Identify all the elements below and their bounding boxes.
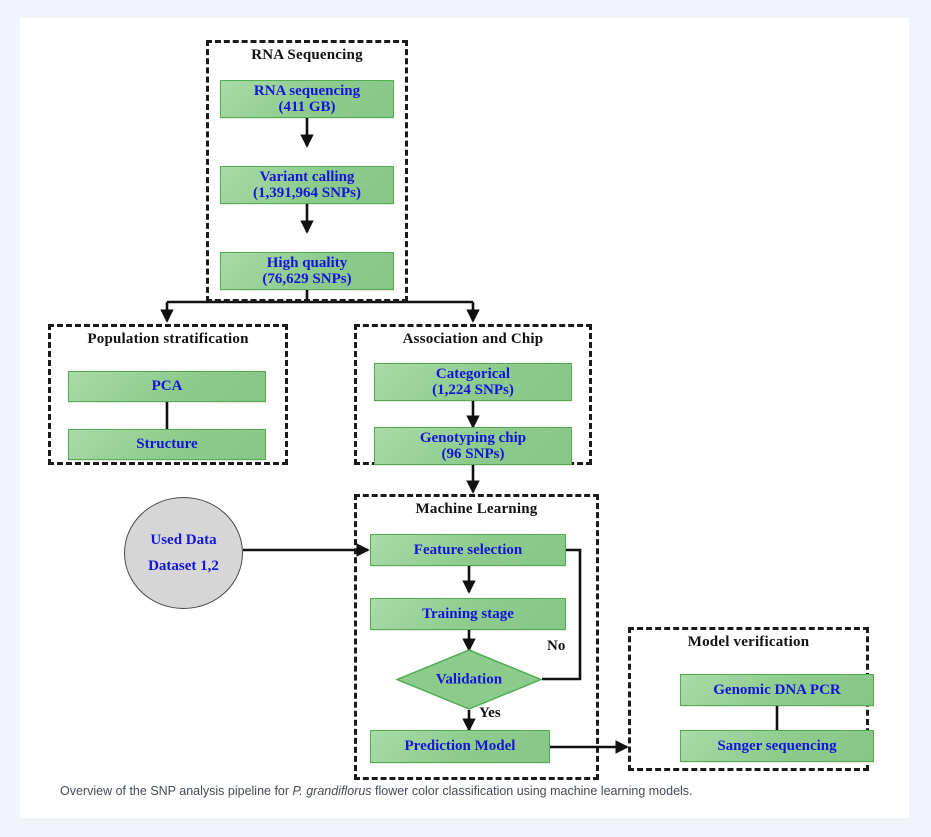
edge-label-no: No: [547, 638, 566, 654]
group-label-machine-learning: Machine Learning: [415, 501, 538, 517]
node-line1: High quality: [266, 254, 348, 271]
caption-species-italic: P. grandiflorus: [292, 784, 372, 798]
node-line2: (76,629 SNPs): [262, 271, 352, 287]
node-genomic-dna-pcr[interactable]: Genomic DNA PCR: [680, 674, 874, 706]
node-line1: Categorical: [435, 365, 511, 382]
node-genotyping-chip[interactable]: Genotyping chip (96 SNPs): [374, 427, 572, 465]
flowchart-figure: RNA Sequencing RNA sequencing (411 GB) V…: [20, 18, 909, 780]
node-variant-calling[interactable]: Variant calling (1,391,964 SNPs): [220, 166, 394, 204]
node-line2: (96 SNPs): [441, 446, 505, 462]
data-source-circle[interactable]: Used Data Dataset 1,2: [124, 497, 243, 609]
data-source-line2: Dataset 1,2: [148, 557, 219, 574]
node-line2: (1,391,964 SNPs): [253, 185, 361, 201]
group-label-rna-sequencing: RNA Sequencing: [251, 47, 363, 63]
node-categorical[interactable]: Categorical (1,224 SNPs): [374, 363, 572, 401]
node-training-stage[interactable]: Training stage: [370, 598, 566, 630]
group-label-model-verification: Model verification: [687, 634, 810, 650]
node-line1: Training stage: [422, 605, 514, 622]
node-structure[interactable]: Structure: [68, 429, 266, 460]
node-line1: Genomic DNA PCR: [713, 681, 841, 698]
edge-label-yes: Yes: [479, 705, 501, 721]
node-line1: RNA sequencing: [253, 82, 361, 99]
node-line1: Feature selection: [413, 541, 523, 558]
node-line1: Structure: [136, 436, 198, 453]
node-line2: (1,224 SNPs): [432, 382, 514, 398]
data-source-line1: Used Data: [150, 531, 217, 548]
node-pca[interactable]: PCA: [68, 371, 266, 402]
node-rna-sequencing[interactable]: RNA sequencing (411 GB): [220, 80, 394, 118]
decision-validation[interactable]: Validation: [396, 649, 542, 710]
caption-part1: Overview of the SNP analysis pipeline fo…: [60, 784, 293, 798]
figure-caption: Overview of the SNP analysis pipeline fo…: [60, 783, 880, 801]
node-line1: Prediction Model: [404, 738, 516, 755]
node-sanger-sequencing[interactable]: Sanger sequencing: [680, 730, 874, 762]
node-prediction-model[interactable]: Prediction Model: [370, 730, 550, 763]
decision-label: Validation: [435, 671, 503, 687]
node-high-quality[interactable]: High quality (76,629 SNPs): [220, 252, 394, 290]
node-line1: PCA: [151, 378, 183, 395]
group-population-stratification: Population stratification: [48, 324, 288, 465]
figure-card: RNA Sequencing RNA sequencing (411 GB) V…: [20, 18, 909, 818]
node-line2: (411 GB): [278, 99, 336, 115]
node-feature-selection[interactable]: Feature selection: [370, 534, 566, 566]
group-label-population-stratification: Population stratification: [87, 331, 249, 347]
node-line1: Sanger sequencing: [717, 737, 837, 754]
node-line1: Variant calling: [259, 168, 355, 185]
node-line1: Genotyping chip: [419, 429, 527, 446]
group-machine-learning: Machine Learning: [354, 494, 599, 780]
caption-part2: flower color classification using machin…: [371, 784, 693, 798]
diamond-shape: [396, 649, 542, 710]
group-rna-sequencing: RNA Sequencing: [206, 40, 408, 302]
group-label-association-and-chip: Association and Chip: [402, 331, 544, 347]
